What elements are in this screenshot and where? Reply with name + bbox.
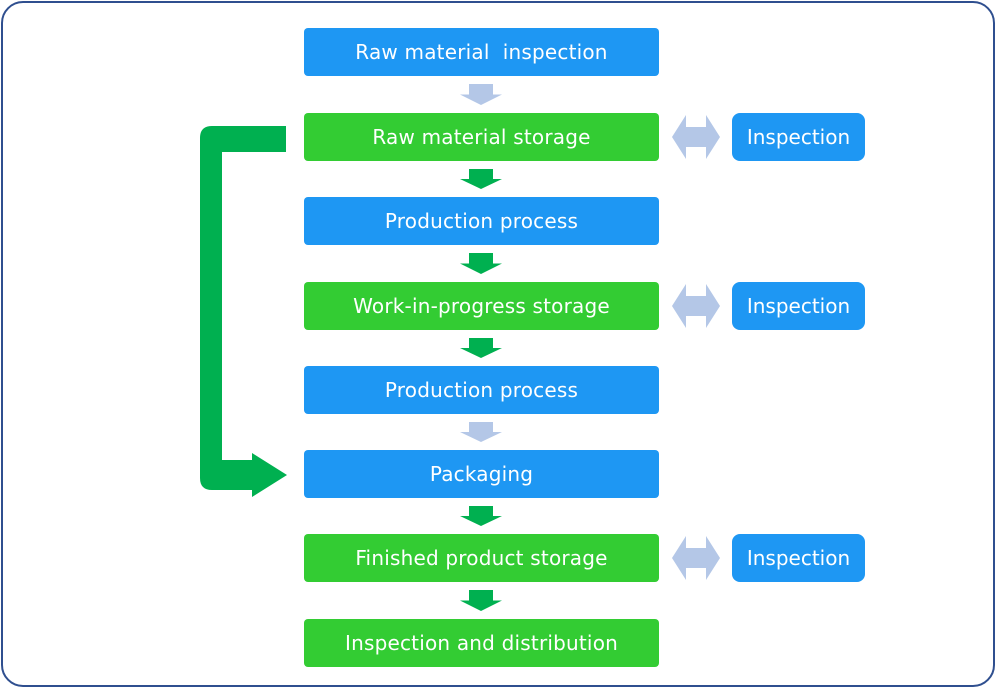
down-arrow bbox=[460, 338, 502, 358]
step-packaging: Packaging bbox=[304, 450, 659, 498]
down-arrow bbox=[460, 422, 502, 442]
down-arrow bbox=[460, 253, 502, 274]
down-arrow bbox=[460, 169, 502, 189]
bidirectional-arrow bbox=[672, 284, 720, 328]
step-raw-material-storage: Raw material storage bbox=[304, 113, 659, 161]
down-arrow bbox=[460, 84, 502, 105]
down-arrow bbox=[460, 506, 502, 526]
down-arrow bbox=[460, 590, 502, 611]
step-production-process-1: Production process bbox=[304, 197, 659, 245]
step-production-process-2: Production process bbox=[304, 366, 659, 414]
side-inspection-raw-material: Inspection bbox=[732, 113, 865, 161]
bidirectional-arrow bbox=[672, 536, 720, 580]
step-raw-material-inspection: Raw material inspection bbox=[304, 28, 659, 76]
side-inspection-finished-product: Inspection bbox=[732, 534, 865, 582]
side-inspection-work-in-progress: Inspection bbox=[732, 282, 865, 330]
bidirectional-arrow bbox=[672, 115, 720, 159]
step-finished-product-storage: Finished product storage bbox=[304, 534, 659, 582]
step-work-in-progress-storage: Work-in-progress storage bbox=[304, 282, 659, 330]
step-inspection-and-distribution: Inspection and distribution bbox=[304, 619, 659, 667]
bypass-arrow bbox=[200, 126, 287, 497]
